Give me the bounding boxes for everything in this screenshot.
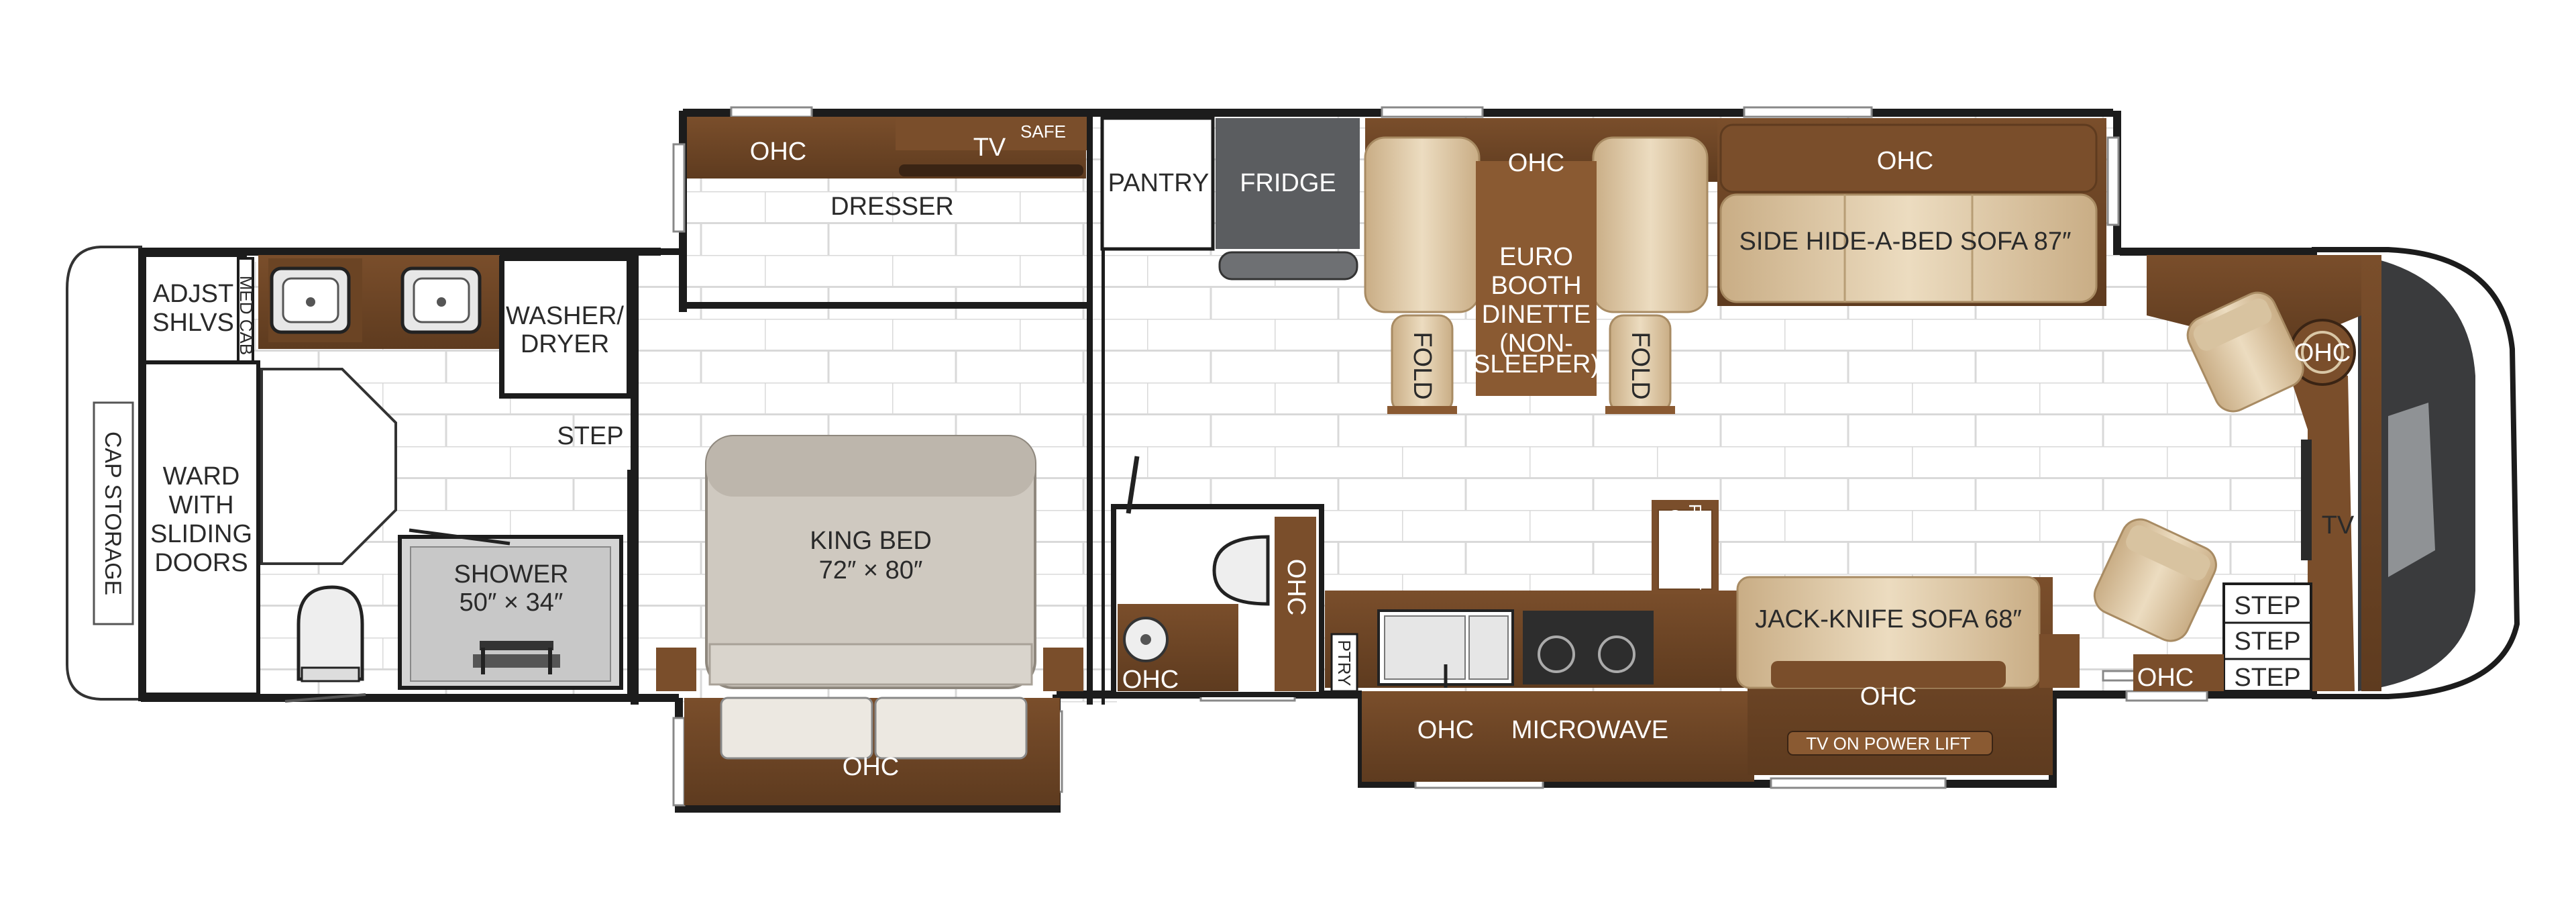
front-cab [2147,247,2520,699]
cap-storage-label: CAP STORAGE [100,431,125,595]
adjst-line2: SHLVS [152,309,234,337]
side-sofa [1717,118,2106,306]
bedroom [656,117,1087,805]
washer-line2: DRYER [521,330,609,358]
pull-out-line2: CABINET [1665,509,1685,585]
adjst-line1: ADJST [153,280,233,308]
pantry-label: PANTRY [1108,169,1210,197]
ohc-dinette: OHC [1508,149,1564,177]
ohc-step: OHC [2137,664,2194,692]
euro-booth-line3: DINETTE [1482,301,1591,329]
ward-line4: DOORS [154,549,248,577]
euro-booth-line2: BOOTH [1491,272,1581,300]
safe-label: SAFE [1020,121,1066,142]
jack-knife-sofa [1736,576,2080,775]
tv-lift-label: TV ON POWER LIFT [1806,733,1971,754]
ohc-sofa: OHC [1877,147,1933,175]
euro-booth-line4: (NON- [1499,329,1573,358]
euro-booth-line1: EURO [1499,243,1573,271]
ptry-label: PTRY [1334,640,1354,686]
dinette [1364,118,1748,414]
ohc-bedroom: OHC [750,138,806,166]
kitchen [1325,500,1754,782]
rear-bath [142,253,635,703]
jack-knife-label: JACK-KNIFE SOFA 68″ [1755,605,2022,633]
dresser-label: DRESSER [830,193,954,221]
side-sofa-label: SIDE HIDE-A-BED SOFA 87″ [1739,227,2072,256]
recliners [2093,291,2304,642]
pantry-fridge [1100,116,1360,280]
labels: OHC TV SAFE DRESSER PANTRY FRIDGE OHC EU… [100,121,2355,781]
ward-line3: SLIDING [150,520,252,548]
euro-booth-line5: SLEEPER) [1473,350,1599,378]
shower-line1: SHOWER [454,560,569,589]
washer-line1: WASHER/ [506,302,624,330]
ohc-kitchen: OHC [1417,716,1474,744]
tv-cab: TV [2322,511,2355,540]
ohc-bed: OHC [843,753,899,781]
windows [672,106,2208,807]
step-1: STEP [2234,592,2300,620]
rear-cap [66,246,142,701]
fold-label-left: FOLD [1408,332,1436,399]
ward-line1: WARD [163,462,240,491]
king-bed-line2: 72″ × 80″ [819,556,923,584]
steps [2133,582,2312,693]
step-bath-label: STEP [557,422,623,450]
ward-line2: WITH [168,491,233,519]
fridge-label: FRIDGE [1240,169,1336,197]
ohc-mid-bath-vertical: OHC [1282,559,1310,615]
microwave-label: MICROWAVE [1511,716,1668,744]
king-bed-line1: KING BED [810,527,932,555]
pull-out-line1: PULL-OUT [1685,504,1705,591]
fold-label-right: FOLD [1626,332,1654,399]
step-3: STEP [2234,664,2300,692]
med-cab-label: MED CAB [236,276,256,355]
ohc-mid-bath: OHC [1122,666,1179,694]
step-2: STEP [2234,627,2300,656]
ohc-cab: OHC [2294,339,2351,367]
ohc-jack: OHC [1860,682,1917,711]
tv-bedroom: TV [973,134,1006,162]
shower-line2: 50″ × 34″ [460,589,564,617]
mid-bath [1111,456,1324,697]
